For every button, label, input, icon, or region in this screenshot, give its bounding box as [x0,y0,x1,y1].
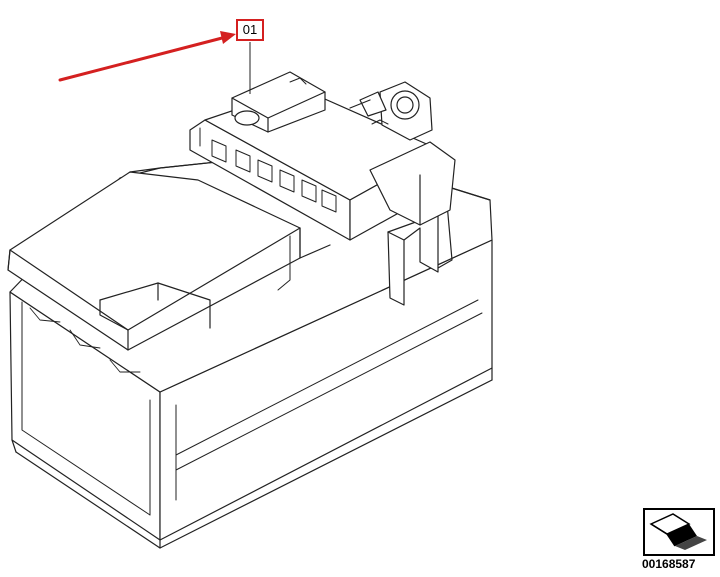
direction-arrow-icon [643,508,715,556]
callout-label[interactable]: 01 [236,19,264,41]
battery-power-distribution-box [189,71,456,306]
callout-arrow [58,31,236,82]
catalog-number: 00168587 [642,557,696,571]
